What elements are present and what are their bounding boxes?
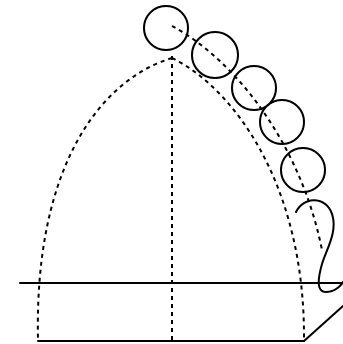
- circle-1: [143, 5, 189, 51]
- outer-dashed-arch: [36, 57, 173, 341]
- circle-2: [191, 31, 239, 79]
- inner-dashed-arc: [171, 25, 323, 251]
- trailing-curl: [295, 199, 343, 293]
- outer-dashed-arch-right: [171, 57, 306, 341]
- floor-right-edge: [303, 305, 343, 342]
- circle-5: [280, 147, 326, 193]
- circle-3: [231, 65, 277, 111]
- circle-4: [259, 99, 305, 145]
